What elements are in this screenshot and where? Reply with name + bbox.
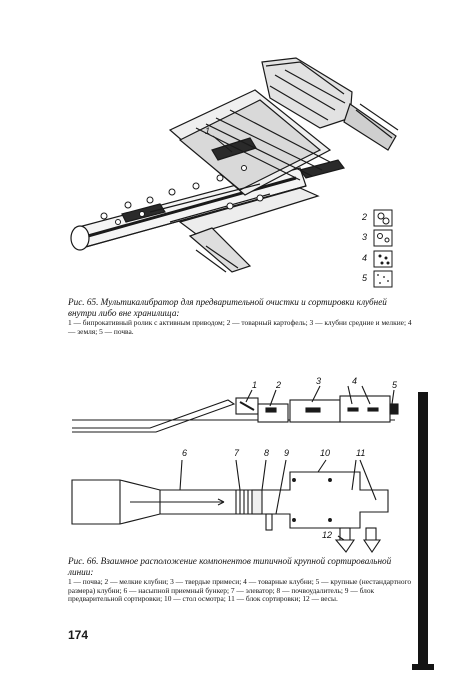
page-number: 174 bbox=[68, 628, 89, 642]
fig66-callout-9: 9 bbox=[284, 448, 290, 458]
fig66-callout-10: 10 bbox=[320, 448, 331, 458]
fig66-callout-3: 3 bbox=[316, 376, 322, 386]
margin-scan-foot bbox=[412, 664, 434, 670]
figure-65-legend: 1 — бипрокативный ролик с активным приво… bbox=[68, 318, 412, 336]
fig65-callout-5: 5 bbox=[362, 273, 368, 283]
fig66-callout-1: 1 bbox=[252, 380, 258, 390]
fig65-callout-3: 3 bbox=[362, 232, 368, 242]
margin-scan-bar bbox=[418, 392, 428, 668]
figure-66-legend: 1 — почва; 2 — мелкие клубни; 3 — тверды… bbox=[68, 577, 412, 604]
figure-65-title: Рис. 65. Мультикалибратор для предварите… bbox=[68, 297, 387, 318]
figure-66-title: Рис. 66. Взаимное расположение компонент… bbox=[68, 556, 392, 577]
fig66-callout-11: 11 bbox=[356, 448, 366, 458]
fig66-callout-6: 6 bbox=[182, 448, 188, 458]
fig66-callout-5: 5 bbox=[392, 380, 398, 390]
fig66-callout-7: 7 bbox=[234, 448, 240, 458]
fig66-callout-2: 2 bbox=[276, 380, 282, 390]
fig65-callout-1: 1 bbox=[205, 126, 211, 136]
figure-66-caption: Рис. 66. Взаимное расположение компонент… bbox=[68, 556, 412, 604]
fig65-callout-2: 2 bbox=[362, 212, 368, 222]
fig66-callout-8: 8 bbox=[264, 448, 270, 458]
fig66-callout-4: 4 bbox=[352, 376, 358, 386]
fig66-callout-12: 12 bbox=[322, 530, 333, 540]
figure-65-caption: Рис. 65. Мультикалибратор для предварите… bbox=[68, 297, 412, 336]
figure-65-illustration bbox=[70, 57, 399, 288]
fig65-callout-4: 4 bbox=[362, 253, 368, 263]
